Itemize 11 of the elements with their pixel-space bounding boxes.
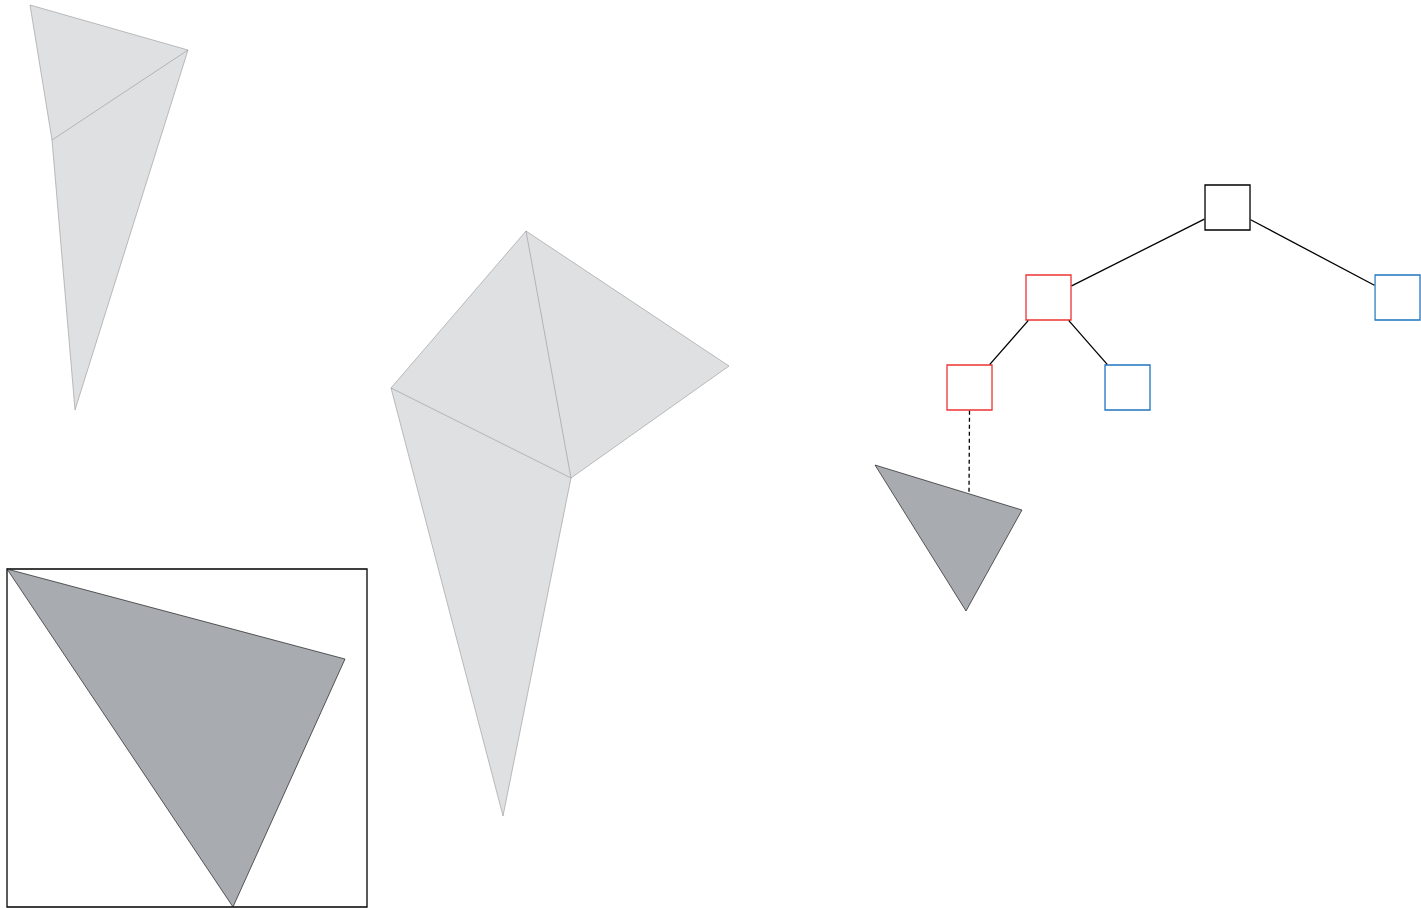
tree-node-box	[1204, 184, 1251, 231]
connector-line	[1068, 320, 1108, 365]
connector-line	[1250, 219, 1375, 286]
connector-line	[968, 410, 971, 494]
connector-line	[989, 320, 1029, 365]
connector-line	[1071, 218, 1205, 287]
tree-node-box	[946, 364, 993, 411]
triangle-shape	[874, 464, 1023, 612]
tree-node-box	[1104, 364, 1151, 411]
tree-node-box	[1025, 274, 1072, 321]
tree-node-box	[1374, 274, 1421, 321]
